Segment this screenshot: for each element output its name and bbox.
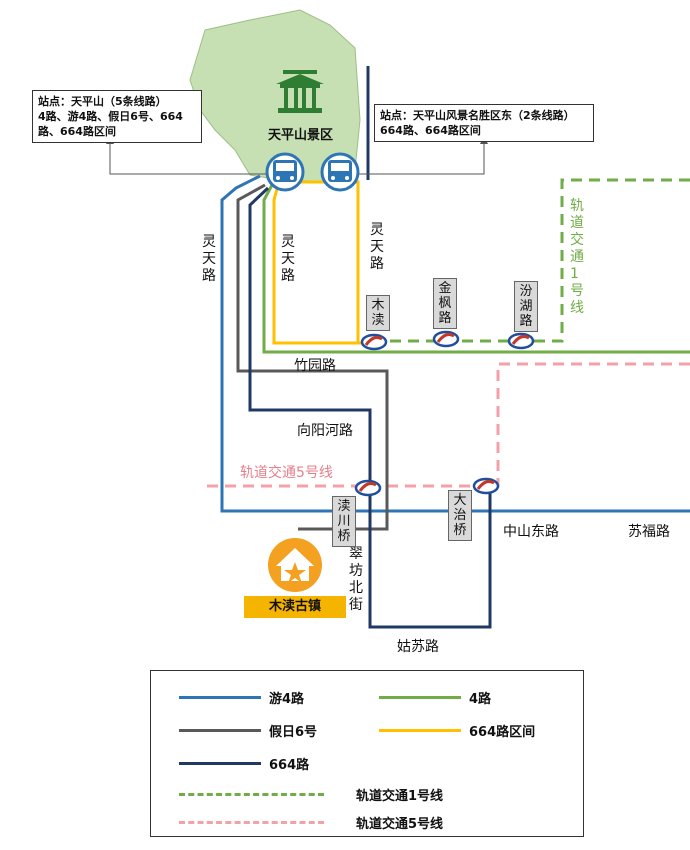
scenic-area-label: 天平山景区 [268, 128, 334, 143]
legend-label-664: 664路 [269, 758, 310, 773]
callout-right-title: 站点：天平山风景名胜区东（2条线路） [380, 109, 575, 122]
legend-swatch-664 [179, 762, 261, 765]
route-you4-line [220, 174, 690, 513]
route-664-line [248, 66, 492, 629]
legend-swatch-holiday6 [179, 729, 261, 732]
legend-swatch-664-interval [379, 729, 461, 732]
legend-label-holiday6: 假日6号 [269, 725, 318, 740]
station-xuchuanqiao: 渎川桥 [332, 496, 356, 547]
rail-line-5 [205, 362, 690, 488]
rail-line-1-label: 轨道交通1号线 [570, 198, 584, 316]
legend-label-you4: 游4路 [269, 692, 305, 707]
legend-swatch-you4 [179, 696, 261, 699]
metro-icon [472, 477, 500, 495]
metro-icon [432, 330, 460, 348]
callout-left-pointer [109, 138, 268, 175]
landmark-label: 木渎古镇 [244, 596, 346, 618]
legend: 游4路 4路 假日6号 664路区间 664路 轨道交通1号线 轨道交通5号线 [150, 670, 584, 837]
metro-icon [354, 479, 382, 497]
legend-label-664-interval: 664路区间 [469, 725, 536, 740]
road-lingtian-mid: 灵天路 [281, 234, 295, 284]
road-cuifang-north: 翠坊北街 [349, 546, 363, 613]
road-zhuyuan: 竹园路 [294, 358, 336, 374]
station-mudu: 木渎 [366, 295, 390, 331]
legend-swatch-rail1 [179, 793, 324, 796]
ancient-town-icon [268, 538, 322, 592]
station-fenhu: 汾湖路 [514, 281, 538, 332]
road-zhongshan-east: 中山东路 [503, 524, 559, 540]
legend-label-4: 4路 [469, 692, 492, 707]
station-dazhiqiao: 大治桥 [448, 490, 472, 541]
callout-left-title: 站点：天平山（5条线路） [38, 95, 167, 108]
legend-swatch-4 [379, 696, 461, 699]
station-jinfeng: 金枫路 [433, 278, 457, 329]
legend-label-rail1: 轨道交通1号线 [356, 789, 444, 804]
bus-icon [265, 152, 305, 192]
legend-label-rail5: 轨道交通5号线 [356, 817, 444, 832]
callout-right-pointer [358, 138, 485, 175]
metro-icon [360, 333, 388, 351]
callout-left: 站点：天平山（5条线路） 4路、游4路、假日6号、664路、664路区间 [32, 90, 202, 143]
callout-right: 站点：天平山风景名胜区东（2条线路） 664路、664路区间 [374, 104, 594, 142]
route-4-line [262, 184, 690, 354]
road-xiangyanghe: 向阳河路 [297, 423, 353, 439]
pavilion-icon [276, 70, 324, 113]
road-sufu: 苏福路 [628, 524, 670, 540]
bus-icon [320, 152, 360, 192]
rail-line-5-label: 轨道交通5号线 [240, 465, 333, 481]
road-lingtian-right: 灵天路 [370, 222, 384, 272]
callout-right-body: 664路、664路区间 [380, 124, 481, 137]
road-lingtian-left: 灵天路 [202, 234, 216, 284]
legend-swatch-rail5 [179, 821, 324, 824]
rail-line-1 [375, 178, 690, 343]
road-gusu: 姑苏路 [397, 639, 439, 655]
callout-left-body: 4路、游4路、假日6号、664路、664路区间 [38, 110, 183, 138]
route-holiday6-line [236, 183, 389, 531]
metro-icon [507, 332, 535, 350]
